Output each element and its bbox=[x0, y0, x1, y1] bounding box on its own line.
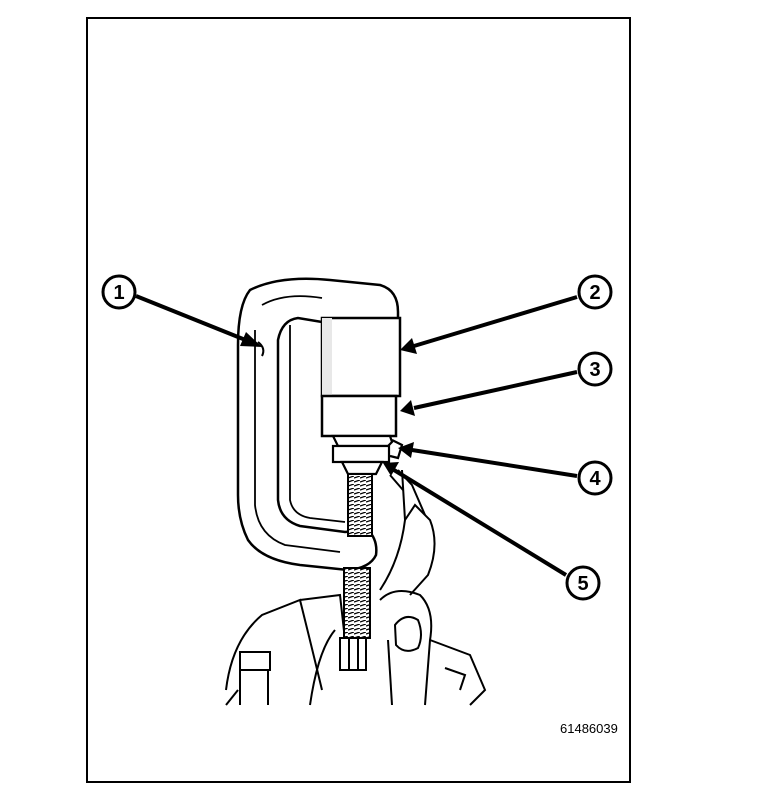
leader-lines bbox=[135, 294, 578, 577]
callout-1: 1 bbox=[101, 274, 137, 310]
adapter-sleeve bbox=[320, 394, 398, 438]
receiver-cup bbox=[320, 316, 402, 438]
callout-5: 5 bbox=[565, 565, 601, 601]
callout-4: 4 bbox=[577, 460, 613, 496]
figure-id-code: 61486039 bbox=[560, 721, 618, 736]
ball-joint-adapter bbox=[331, 434, 404, 476]
figure-frame bbox=[86, 17, 631, 783]
callout-1-label: 1 bbox=[113, 282, 124, 304]
callout-4-label: 4 bbox=[589, 468, 601, 490]
callout-3-label: 3 bbox=[589, 359, 600, 381]
forcing-screw bbox=[339, 473, 373, 671]
callout-3: 3 bbox=[577, 351, 613, 387]
callout-2-label: 2 bbox=[589, 282, 600, 304]
callout-5-label: 5 bbox=[577, 573, 588, 595]
callout-2: 2 bbox=[577, 274, 613, 310]
